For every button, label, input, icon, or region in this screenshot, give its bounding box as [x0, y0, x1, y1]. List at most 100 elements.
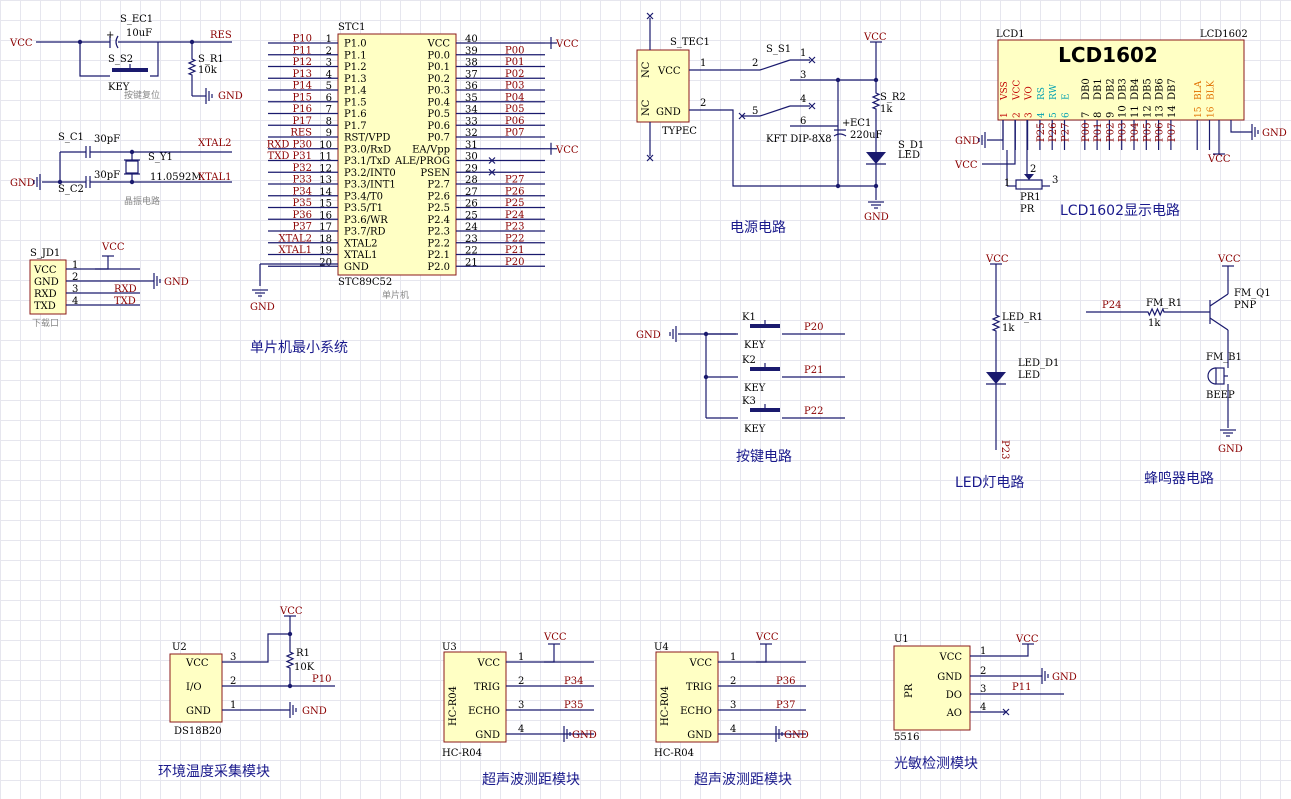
mcu-left-net: P15	[293, 92, 312, 103]
fm-r-val: 1k	[1148, 318, 1161, 329]
s1-pin: 3	[800, 70, 806, 81]
junction-dot	[287, 683, 293, 689]
jd1-pin: RXD	[34, 289, 57, 300]
fm-q-val: PNP	[1234, 300, 1256, 311]
s1-pin: 4	[800, 94, 806, 105]
mcu-left-num: 18	[319, 234, 332, 245]
hc1-echo-net: P35	[564, 700, 583, 711]
lcd-pin: VSS	[1000, 81, 1010, 101]
beep-body	[1215, 367, 1225, 385]
lcd-pin: DB3	[1118, 78, 1129, 100]
lcd-net: P04	[1130, 123, 1141, 142]
mcu-right-num: 36	[465, 81, 478, 92]
s1-ref: S_S1	[766, 44, 791, 55]
lcd-num: 6	[1062, 112, 1072, 118]
fm-q-ref: FM_Q1	[1234, 288, 1271, 299]
ldr-body	[893, 645, 971, 731]
hc1-part: HC-R04	[442, 748, 482, 759]
mcu-right-num: 39	[465, 46, 478, 57]
mcu-right-net: P02	[505, 69, 524, 80]
ldr-pin: VCC	[938, 652, 962, 663]
tec-part: TYPEC	[662, 126, 697, 137]
hc2-module: U4HC-R04HC-R04VCC1TRIG2ECHO3GND4VCCP36P3…	[654, 632, 809, 788]
hc1-module: U3HC-R04HC-R04VCC1TRIG2ECHO3GND4VCCP34P3…	[442, 632, 597, 788]
mcu-right-net: P24	[505, 210, 524, 221]
mcu-right-num: 37	[465, 69, 478, 80]
lcd-pin: BLA	[1194, 80, 1204, 100]
ldr-num: 2	[980, 666, 986, 677]
led-title: LED灯电路	[955, 475, 1024, 491]
mcu-right-num: 21	[465, 257, 478, 268]
mcu-left-pin: P1.7	[344, 121, 367, 132]
mcu-right-num: 38	[465, 58, 478, 69]
tec-body	[636, 49, 690, 123]
mcu-left-num: 14	[319, 187, 332, 198]
led-net: P23	[999, 440, 1010, 459]
ds-vcc: VCC	[279, 606, 303, 617]
hc1-pin: ECHO	[468, 706, 500, 717]
hc2-num: 1	[730, 652, 736, 663]
s1-pin: 5	[752, 106, 758, 117]
r1-val: 10k	[198, 65, 218, 76]
ldr-title: 光敏检测模块	[894, 756, 978, 772]
key-net: P22	[804, 406, 823, 417]
mcu-left-pin: GND	[344, 262, 369, 273]
fm-b-val: BEEP	[1206, 390, 1235, 401]
mcu-left-net: TXD P31	[268, 151, 312, 162]
pr1-wiper	[1024, 174, 1034, 180]
tec-ref: S_TEC1	[670, 37, 710, 48]
key-cap	[750, 324, 780, 328]
lcd-pin: DB5	[1142, 78, 1153, 100]
ldr-vcc: VCC	[1015, 634, 1039, 645]
mcu-left-net: P11	[293, 45, 312, 56]
mcu-left-num: 13	[319, 175, 332, 186]
mcu-right-num: 40	[465, 34, 478, 45]
junction-dot	[835, 183, 841, 189]
hc1-num: 2	[518, 676, 524, 687]
ldr-part: 5516	[894, 732, 919, 743]
lcd-num: 16	[1207, 106, 1217, 118]
mcu-left-num: 2	[326, 46, 332, 57]
mcu-sub: 单片机	[382, 289, 409, 301]
hc2-part: HC-R04	[654, 748, 694, 759]
key-type: KEY	[744, 383, 766, 394]
pr1-val: PR	[1020, 204, 1035, 215]
key-cap	[750, 367, 780, 371]
mcu-right-pin: P2.1	[427, 250, 450, 261]
ec1p-val: 220uF	[850, 130, 883, 141]
lcd-net: P00	[1081, 123, 1092, 142]
mcu-left-pin: P1.4	[344, 86, 367, 97]
mcu-left-net: P13	[293, 69, 312, 80]
mcu-right-net: P04	[505, 92, 524, 103]
lcd-net: P25	[1036, 123, 1047, 142]
mcu-right-pin: P2.5	[427, 203, 450, 214]
y1-ref: S_Y1	[148, 152, 173, 163]
mcu-gnd: GND	[250, 302, 275, 313]
c2-ref: S_C2	[58, 184, 84, 195]
junction-dot	[873, 183, 879, 189]
c1-val: 30pF	[94, 134, 120, 145]
mcu-right-pin: P0.6	[427, 121, 450, 132]
mcu-left-pin: XTAL2	[344, 238, 377, 249]
ds-num: 3	[230, 652, 236, 663]
lcd-pin: DB2	[1105, 78, 1116, 100]
lcd-vcc: VCC	[954, 160, 978, 171]
pr1-pin: 2	[1030, 164, 1036, 175]
mcu-left-pin: P3.1/TxD	[344, 156, 390, 167]
lcd-title: LCD1602显示电路	[1060, 203, 1180, 219]
hc1-pin: TRIG	[474, 682, 500, 693]
jd1-num: 4	[72, 296, 78, 307]
mcu-right-net: P27	[505, 175, 524, 186]
jd1-num: 3	[72, 284, 78, 295]
ldr-net: P11	[1012, 682, 1031, 693]
mcu-right-net: P23	[505, 222, 524, 233]
lcd-net: P03	[1118, 123, 1129, 142]
lcd-num: 11	[1130, 105, 1141, 118]
y1-body	[125, 160, 139, 174]
led-vcc: VCC	[985, 254, 1009, 265]
mcu-left-net: P35	[293, 198, 312, 209]
ds-r-val: 10K	[294, 662, 315, 673]
mcu-left-net: RES	[290, 128, 312, 139]
pr1-pin: 3	[1052, 175, 1058, 186]
